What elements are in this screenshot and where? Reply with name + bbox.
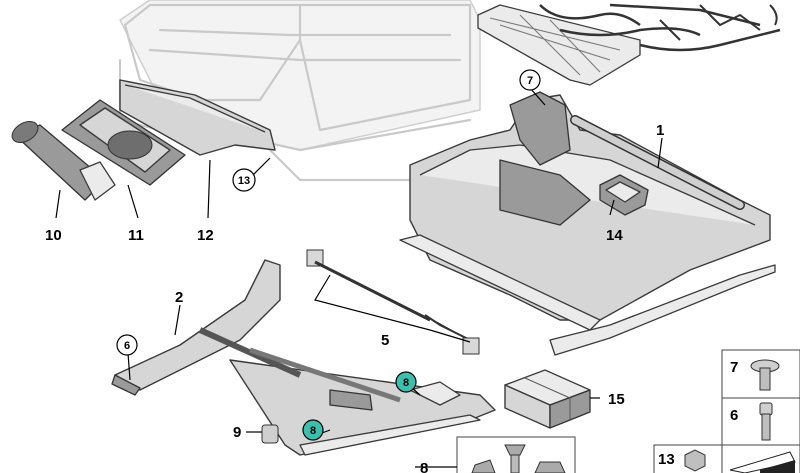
callout-6-circle: 6 xyxy=(116,334,138,356)
callout-9: 9 xyxy=(233,424,241,441)
part-9-nut xyxy=(261,424,279,444)
callout-8a: 8 xyxy=(403,377,409,389)
callout-1: 1 xyxy=(656,122,664,139)
part-10-cylinder xyxy=(11,121,116,201)
nut-13-icon xyxy=(684,449,706,472)
callout-8-highlight-b: 8 xyxy=(302,419,324,441)
seat-grid-mat xyxy=(477,4,641,86)
part-11-housing xyxy=(61,99,186,186)
callout-8-kit: 8 xyxy=(420,460,428,473)
callout-15: 15 xyxy=(608,391,625,408)
callout-10: 10 xyxy=(45,227,62,244)
spring-wires xyxy=(539,3,781,52)
callout-13: 13 xyxy=(238,175,250,187)
side-label-6: 6 xyxy=(730,407,738,424)
callout-8-highlight-a: 8 xyxy=(395,371,417,393)
side-label-7: 7 xyxy=(730,359,738,376)
callout-11: 11 xyxy=(128,227,144,244)
screw-6-icon xyxy=(759,402,773,441)
wedge-icon xyxy=(729,451,796,473)
part-15-kit-box xyxy=(504,369,591,429)
side-label-13: 13 xyxy=(658,451,675,468)
part-14-clip xyxy=(599,174,649,216)
fastener-side-panel xyxy=(653,349,800,473)
leader-lines xyxy=(55,87,663,468)
part-2-seat-rails xyxy=(111,259,496,456)
callout-13-circle: 13 xyxy=(232,168,256,192)
screw-7-icon xyxy=(750,359,780,391)
callout-7-circle: 7 xyxy=(519,69,541,91)
callout-8b: 8 xyxy=(310,425,316,437)
callout-14: 14 xyxy=(606,227,623,244)
callout-12: 12 xyxy=(197,227,214,244)
part-1-seat-frame xyxy=(399,91,776,356)
callout-5: 5 xyxy=(381,332,389,349)
callout-2: 2 xyxy=(175,289,183,306)
part-8-fastener-kit xyxy=(456,436,576,473)
callout-7: 7 xyxy=(527,75,533,87)
callout-6: 6 xyxy=(124,340,130,352)
part-12-cover-panel xyxy=(119,79,276,156)
part-5-cable xyxy=(306,249,480,355)
